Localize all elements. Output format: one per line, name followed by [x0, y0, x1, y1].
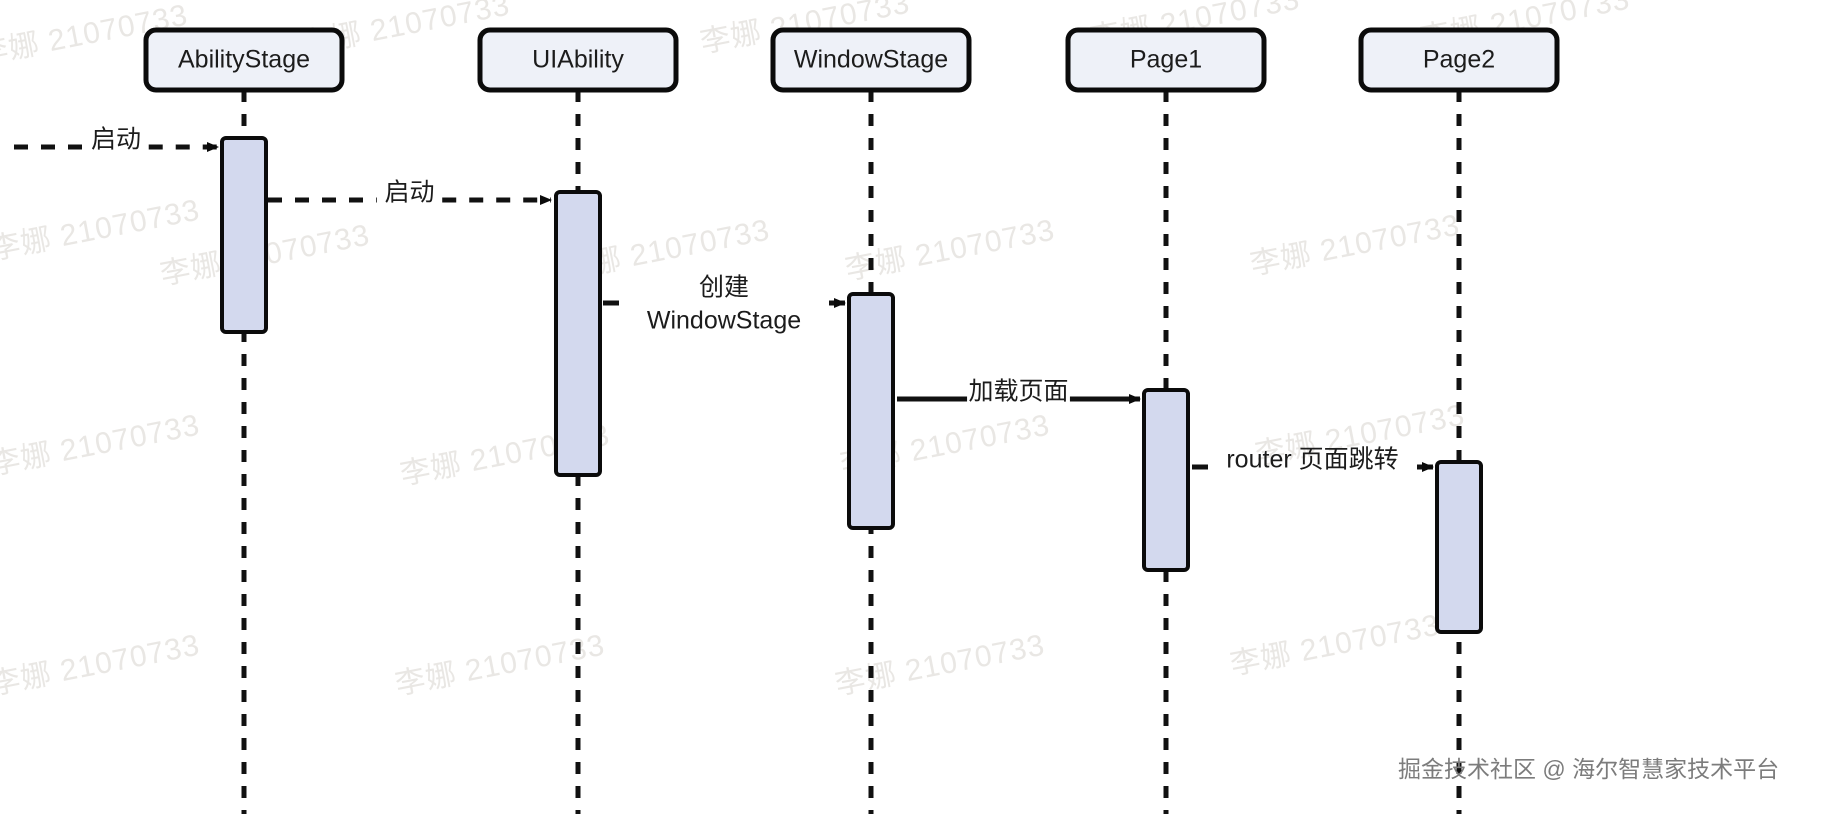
participant-label: WindowStage — [794, 46, 948, 74]
participant-label: Page2 — [1423, 46, 1495, 74]
activation-bar-abilitystage — [220, 136, 268, 334]
participant-windowstage[interactable]: WindowStage — [770, 27, 972, 93]
footer-attribution: 掘金技术社区 @ 海尔智慧家技术平台 — [1398, 756, 1780, 782]
message-label: router 页面跳转 — [1226, 446, 1398, 474]
message-m4: 加载页面 — [897, 378, 1141, 406]
participant-abilitystage[interactable]: AbilityStage — [143, 27, 345, 93]
participant-boxes-group: AbilityStage UIAbility WindowStage Page1 Pag… — [143, 27, 1560, 93]
message-label: 启动 — [384, 179, 434, 207]
participant-box[interactable] — [477, 27, 679, 93]
participant-box[interactable] — [1358, 27, 1560, 93]
activation-bar-uiability — [554, 190, 602, 477]
message-label: 启动 — [91, 126, 141, 154]
participant-label: UIAbility — [532, 46, 624, 74]
participant-box[interactable] — [1065, 27, 1267, 93]
participant-page1[interactable]: Page1 — [1065, 27, 1267, 93]
message-m2: 启动 — [268, 179, 552, 207]
message-m1: 启动 — [14, 126, 219, 154]
activation-bar-page2 — [1435, 460, 1483, 634]
participant-label: AbilityStage — [178, 46, 310, 74]
participant-box[interactable] — [770, 27, 972, 93]
message-m5: router 页面跳转 — [1192, 446, 1434, 474]
activation-bar-page1 — [1142, 388, 1190, 572]
participant-page2[interactable]: Page2 — [1358, 27, 1560, 93]
participant-box[interactable] — [143, 27, 345, 93]
message-label: WindowStage — [647, 307, 801, 335]
participant-label: Page1 — [1130, 46, 1202, 74]
message-m3: 创建 WindowStage — [603, 274, 846, 335]
participant-uiability[interactable]: UIAbility — [477, 27, 679, 93]
message-label: 加载页面 — [968, 378, 1068, 406]
activation-bar-windowstage — [847, 292, 895, 530]
message-label: 创建 — [699, 274, 749, 302]
activation-bars-group — [220, 136, 1483, 634]
